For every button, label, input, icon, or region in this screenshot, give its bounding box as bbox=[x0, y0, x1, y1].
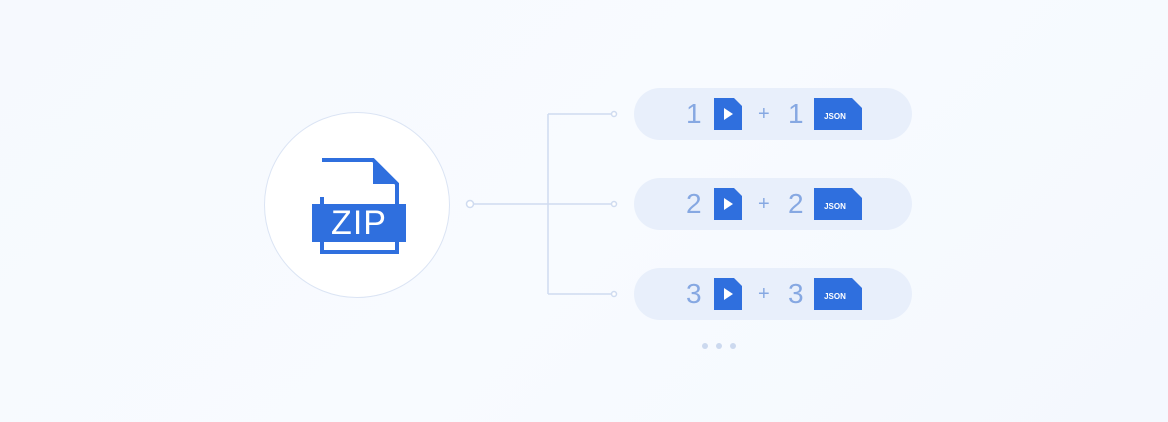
video-count: 2 bbox=[686, 188, 702, 219]
json-file-icon bbox=[814, 188, 862, 220]
connector-node-1 bbox=[610, 110, 618, 118]
ellipsis-dot bbox=[730, 343, 736, 349]
json-count: 3 bbox=[788, 278, 804, 309]
connector-node-start bbox=[465, 199, 475, 209]
connector-node-2 bbox=[610, 200, 618, 208]
connector-node-3 bbox=[610, 290, 618, 298]
content-row-1: 1 + 1 JSON bbox=[634, 88, 912, 140]
plus-sign: + bbox=[758, 193, 770, 215]
json-count: 1 bbox=[788, 98, 804, 129]
content-row-3: 3 + 3 JSON bbox=[634, 268, 912, 320]
video-file-icon bbox=[714, 188, 742, 220]
ellipsis-dot bbox=[702, 343, 708, 349]
json-count: 2 bbox=[788, 188, 804, 219]
video-count: 3 bbox=[686, 278, 702, 309]
json-label: JSON bbox=[824, 112, 846, 121]
json-file-icon bbox=[814, 98, 862, 130]
json-label: JSON bbox=[824, 292, 846, 301]
zip-file-icon bbox=[312, 158, 406, 254]
json-file-icon bbox=[814, 278, 862, 310]
plus-sign: + bbox=[758, 283, 770, 305]
json-label: JSON bbox=[824, 202, 846, 211]
zip-label: ZIP bbox=[331, 204, 387, 242]
plus-sign: + bbox=[758, 103, 770, 125]
content-row-2: 2 + 2 JSON bbox=[634, 178, 912, 230]
ellipsis-dot bbox=[716, 343, 722, 349]
video-file-icon bbox=[714, 98, 742, 130]
video-count: 1 bbox=[686, 98, 702, 129]
video-file-icon bbox=[714, 278, 742, 310]
zip-archive-node: ZIP bbox=[264, 112, 450, 298]
ellipsis-icon bbox=[700, 343, 740, 351]
